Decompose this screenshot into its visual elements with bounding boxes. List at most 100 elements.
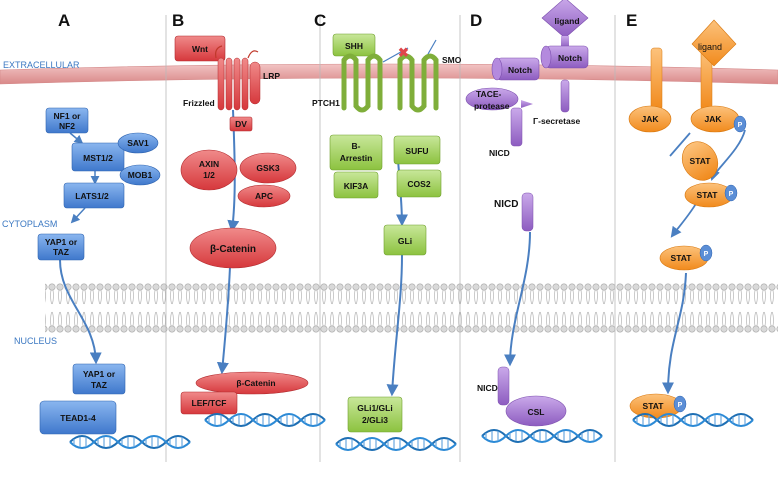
dna-icon-e: [632, 413, 754, 427]
yap-nuc-label-1: YAP1 or: [83, 369, 116, 379]
gli-nuc-box: [347, 396, 403, 433]
gli-box: [383, 224, 427, 256]
zone-cytoplasm: CYTOPLASM: [2, 219, 57, 229]
beta-catenin-nuc-label: β-Catenin: [236, 378, 275, 388]
phospho-badge-1: [733, 115, 747, 133]
gli-label: GLi: [398, 236, 412, 246]
jak-oval-1: [628, 105, 672, 133]
ligand-stalk-d: [561, 36, 569, 48]
zone-extracellular: EXTRACELLULAR: [3, 60, 80, 70]
panel-b-wnt: Wnt LRP Frizzled DV AXIN 1/2 GSK3 APC β-…: [174, 35, 326, 427]
b-arrestin-box: [329, 134, 383, 171]
stat-oval-1: [681, 141, 719, 181]
smo-receptor: [397, 53, 439, 113]
gli-nuc-label-2: 2/GLi3: [362, 415, 388, 425]
nicd-cyto-bar: [521, 192, 534, 232]
panel-e-jak-stat: ligand JAK JAK P STAT STAT P STAT P STAT…: [628, 19, 754, 427]
dv-box: [229, 116, 253, 132]
gsk3-oval: [239, 152, 297, 184]
notch-label-2: Notch: [558, 53, 582, 63]
dna-icon-d: [481, 429, 603, 443]
yap-taz-nuc-box: [72, 363, 126, 395]
phospho-label-1: P: [738, 122, 743, 129]
lrp-label: LRP: [263, 71, 280, 81]
ptch1-receptor: [341, 53, 383, 113]
cos2-box: [396, 169, 442, 198]
gamma-secretase-bar: [560, 79, 570, 113]
lats-label: LATS1/2: [75, 191, 109, 201]
stat-label-1: STAT: [690, 156, 712, 166]
ligand-diamond-e: [691, 19, 737, 67]
kif3a-label: KIF3A: [344, 181, 369, 191]
b-arrestin-label-1: B-: [352, 141, 361, 151]
nicd-nuc-label: NICD: [477, 383, 498, 393]
panel-letter-c: C: [314, 11, 326, 30]
b-arrestin-label-2: Arrestin: [340, 153, 373, 163]
stat-label-3: STAT: [671, 253, 693, 263]
ligand-label-e: ligand: [698, 42, 722, 52]
nf-label-1: NF1 or: [54, 111, 82, 121]
lef-tcf-box: [180, 391, 238, 415]
panel-letter-b: B: [172, 11, 184, 30]
panel-letter-e: E: [626, 11, 637, 30]
beta-catenin-cyto-oval: [189, 227, 277, 269]
gli-nuc-label-1: GLi1/GLi: [357, 403, 392, 413]
panel-letter-a: A: [58, 11, 70, 30]
yap-cyto-label-2: TAZ: [53, 247, 69, 257]
tace-label-2: protease: [474, 101, 510, 111]
kif3a-box: [333, 171, 379, 199]
nuclear-membrane: [45, 283, 778, 333]
inhibition-line: [382, 47, 409, 63]
tace-label-1: TACE-: [476, 89, 502, 99]
gsk3-label: GSK3: [256, 163, 279, 173]
receptor-bar-e1: [650, 47, 663, 111]
yap-taz-cyto-box: [37, 233, 85, 261]
dna-icon-c: [335, 437, 457, 451]
mob1-label: MOB1: [128, 170, 153, 180]
stat-label-2: STAT: [697, 190, 719, 200]
phospho-label-4: P: [678, 402, 683, 409]
ptch1-label: PTCH1: [312, 98, 340, 108]
sufu-box: [393, 135, 441, 165]
dna-icon-b: [204, 413, 326, 427]
inhibition-x-icon: ✖: [398, 45, 409, 60]
csl-label: CSL: [528, 407, 545, 417]
wnt-box: [174, 35, 226, 62]
phospho-badge-3: [699, 244, 713, 262]
axin-label-1: AXIN: [199, 159, 219, 169]
nicd-cyto-label: NICD: [494, 199, 518, 210]
panel-d-notch: ligand Notch Notch TACE- protease Γ-secr…: [465, 0, 603, 443]
mob1-oval: [119, 164, 161, 186]
cleavage-wedge: [521, 100, 533, 108]
shh-label: SHH: [345, 41, 363, 51]
phospho-label-3: P: [704, 251, 709, 258]
cos2-label: COS2: [407, 179, 430, 189]
panel-separators: [165, 15, 616, 462]
panel-c-hedgehog: SHH ✖ SMO PTCH1 B- Arrestin SUFU KIF3A C…: [312, 33, 462, 451]
csl-oval: [505, 395, 567, 427]
nicd-membrane-bar: [510, 107, 523, 147]
tead-label: TEAD1-4: [60, 413, 96, 423]
smo-stalk: [427, 39, 437, 55]
axin-label-2: 1/2: [203, 170, 215, 180]
apc-label: APC: [255, 191, 273, 201]
ligand-label-d: ligand: [554, 16, 579, 26]
beta-catenin-cyto-label: β-Catenin: [210, 244, 256, 255]
dv-label: DV: [235, 119, 247, 129]
sufu-label: SUFU: [405, 146, 428, 156]
nf1-nf2-box: [45, 107, 89, 134]
beta-catenin-nuc-oval: [195, 371, 309, 395]
mst-box: [71, 142, 125, 172]
notch-1-cap: [491, 57, 503, 81]
notch-2-cap: [540, 45, 552, 69]
jak-label-1: JAK: [641, 114, 659, 124]
wnt-label: Wnt: [192, 44, 208, 54]
panel-letter-d: D: [470, 11, 482, 30]
tead-box: [39, 400, 117, 435]
yap-cyto-label-1: YAP1 or: [45, 237, 78, 247]
notch-label-1: Notch: [508, 65, 532, 75]
gamma-secretase-label: Γ-secretase: [533, 116, 580, 126]
dna-icon-a: [69, 435, 191, 449]
panel-a-hippo: NF1 or NF2 MST1/2 SAV1 LATS1/2 MOB1 YAP1…: [37, 107, 191, 449]
